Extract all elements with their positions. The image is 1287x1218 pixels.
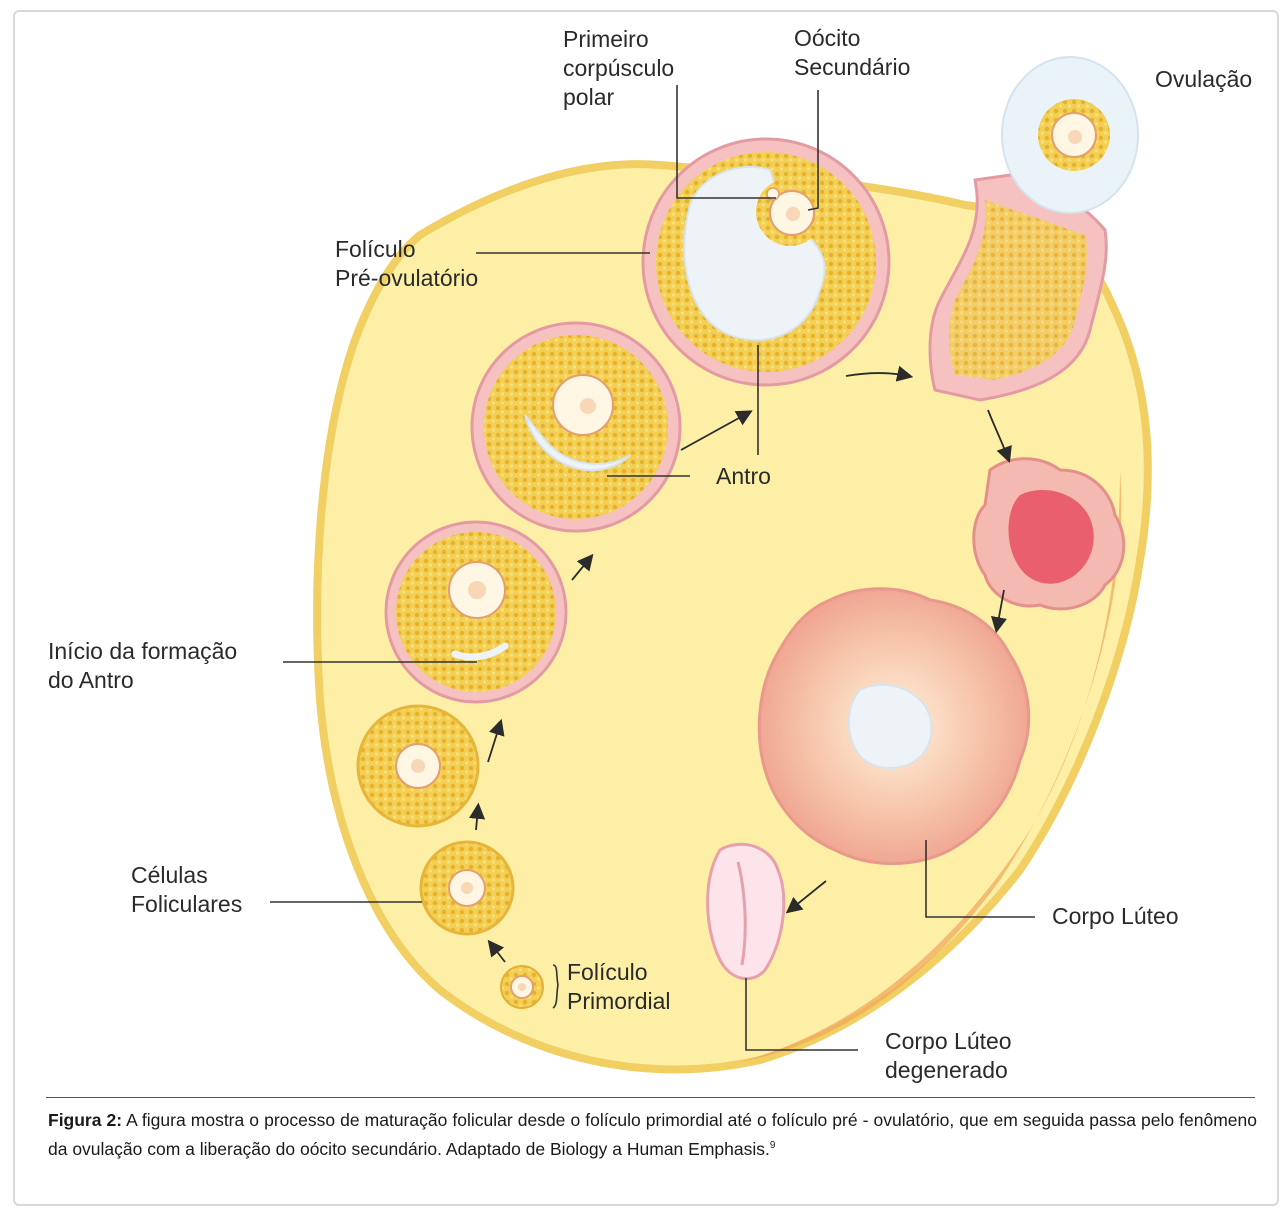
- antral-follicle: [472, 323, 680, 531]
- caption-divider: [46, 1097, 1255, 1098]
- caption-reference: 9: [770, 1140, 776, 1151]
- early-antrum-follicle: [386, 522, 566, 702]
- label-inicio-formacao-antro: Início da formação do Antro: [48, 637, 237, 695]
- label-foliculo-pre-ovulatorio: Folículo Pré-ovulatório: [335, 235, 478, 293]
- primordial-follicle: [501, 966, 543, 1008]
- caption-text: A figura mostra o processo de maturação …: [48, 1110, 1257, 1159]
- ovary-diagram: [0, 0, 1287, 1100]
- secondary-follicle: [358, 706, 478, 826]
- corpus-albicans: [708, 844, 784, 978]
- label-oocito-secundario: Oócito Secundário: [794, 24, 910, 82]
- label-corpo-luteo-degenerado: Corpo Lúteo degenerado: [885, 1027, 1012, 1085]
- primary-follicle: [421, 842, 513, 934]
- label-ovulacao: Ovulação: [1155, 65, 1252, 94]
- figure-caption: Figura 2: A figura mostra o processo de …: [48, 1108, 1257, 1162]
- label-primeiro-corpusculo-polar: Primeiro corpúsculo polar: [563, 25, 674, 112]
- preovulatory-follicle: [643, 139, 889, 385]
- label-foliculo-primordial: Folículo Primordial: [567, 958, 671, 1016]
- label-antro: Antro: [716, 462, 771, 491]
- label-celulas-foliculares: Células Foliculares: [131, 861, 242, 919]
- caption-prefix: Figura 2:: [48, 1110, 122, 1130]
- label-corpo-luteo: Corpo Lúteo: [1052, 902, 1179, 931]
